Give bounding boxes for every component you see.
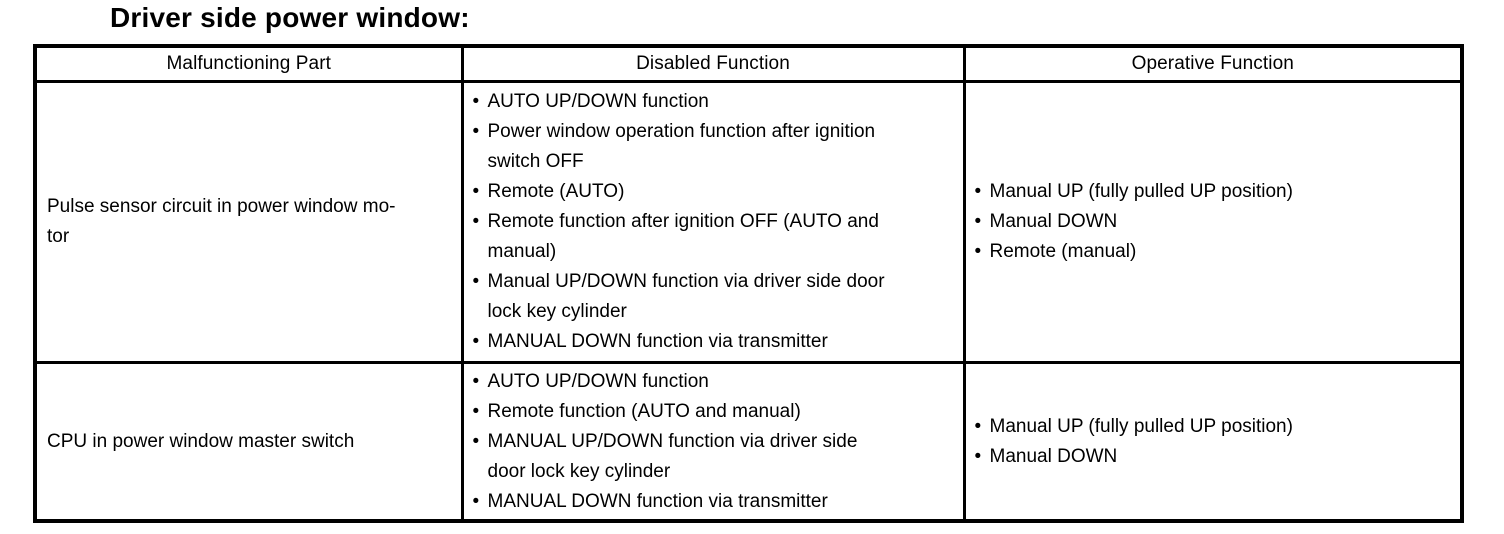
table-header-row: Malfunctioning Part Disabled Function Op… — [33, 44, 1464, 83]
bullet-item: Remote function after ignition OFF (AUTO… — [465, 207, 957, 267]
disabled-function-list: AUTO UP/DOWN function Power window opera… — [465, 87, 957, 357]
bullet-item: AUTO UP/DOWN function — [465, 367, 957, 397]
column-header-operative-function: Operative Function — [962, 44, 1464, 83]
bullet-item: Manual DOWN — [967, 207, 1454, 237]
cell-malfunctioning-part: Pulse sensor circuit in power window mo-… — [33, 80, 464, 364]
operative-function-list: Manual UP (fully pulled UP position) Man… — [967, 177, 1454, 267]
bullet-item: Manual UP (fully pulled UP position) — [967, 412, 1454, 442]
bullet-item: AUTO UP/DOWN function — [465, 87, 957, 117]
bullet-item: MANUAL UP/DOWN function via driver side … — [465, 427, 957, 487]
bullet-item: Manual UP (fully pulled UP position) — [967, 177, 1454, 207]
cell-operative-function: Manual UP (fully pulled UP position) Man… — [962, 80, 1464, 364]
column-header-malfunctioning-part: Malfunctioning Part — [33, 44, 464, 83]
bullet-item: Manual DOWN — [967, 442, 1454, 472]
cell-disabled-function: AUTO UP/DOWN function Power window opera… — [460, 80, 966, 364]
bullet-item: Remote (AUTO) — [465, 177, 957, 207]
disabled-function-list: AUTO UP/DOWN function Remote function (A… — [465, 367, 957, 517]
cell-operative-function: Manual UP (fully pulled UP position) Man… — [962, 361, 1464, 523]
cell-malfunctioning-part: CPU in power window master switch — [33, 361, 464, 523]
page-title: Driver side power window: — [110, 2, 470, 33]
bullet-item: Power window operation function after ig… — [465, 117, 957, 177]
bullet-item: MANUAL DOWN function via transmitter — [465, 487, 957, 517]
cell-disabled-function: AUTO UP/DOWN function Remote function (A… — [460, 361, 966, 523]
table-row: Pulse sensor circuit in power window mo-… — [33, 80, 1464, 364]
operative-function-list: Manual UP (fully pulled UP position) Man… — [967, 412, 1454, 472]
malfunction-table: Malfunctioning Part Disabled Function Op… — [33, 44, 1464, 523]
bullet-item: Remote function (AUTO and manual) — [465, 397, 957, 427]
bullet-item: Remote (manual) — [967, 237, 1454, 267]
table-row: CPU in power window master switch AUTO U… — [33, 361, 1464, 523]
bullet-item: MANUAL DOWN function via transmitter — [465, 327, 957, 357]
bullet-item: Manual UP/DOWN function via driver side … — [465, 267, 957, 327]
column-header-disabled-function: Disabled Function — [460, 44, 966, 83]
